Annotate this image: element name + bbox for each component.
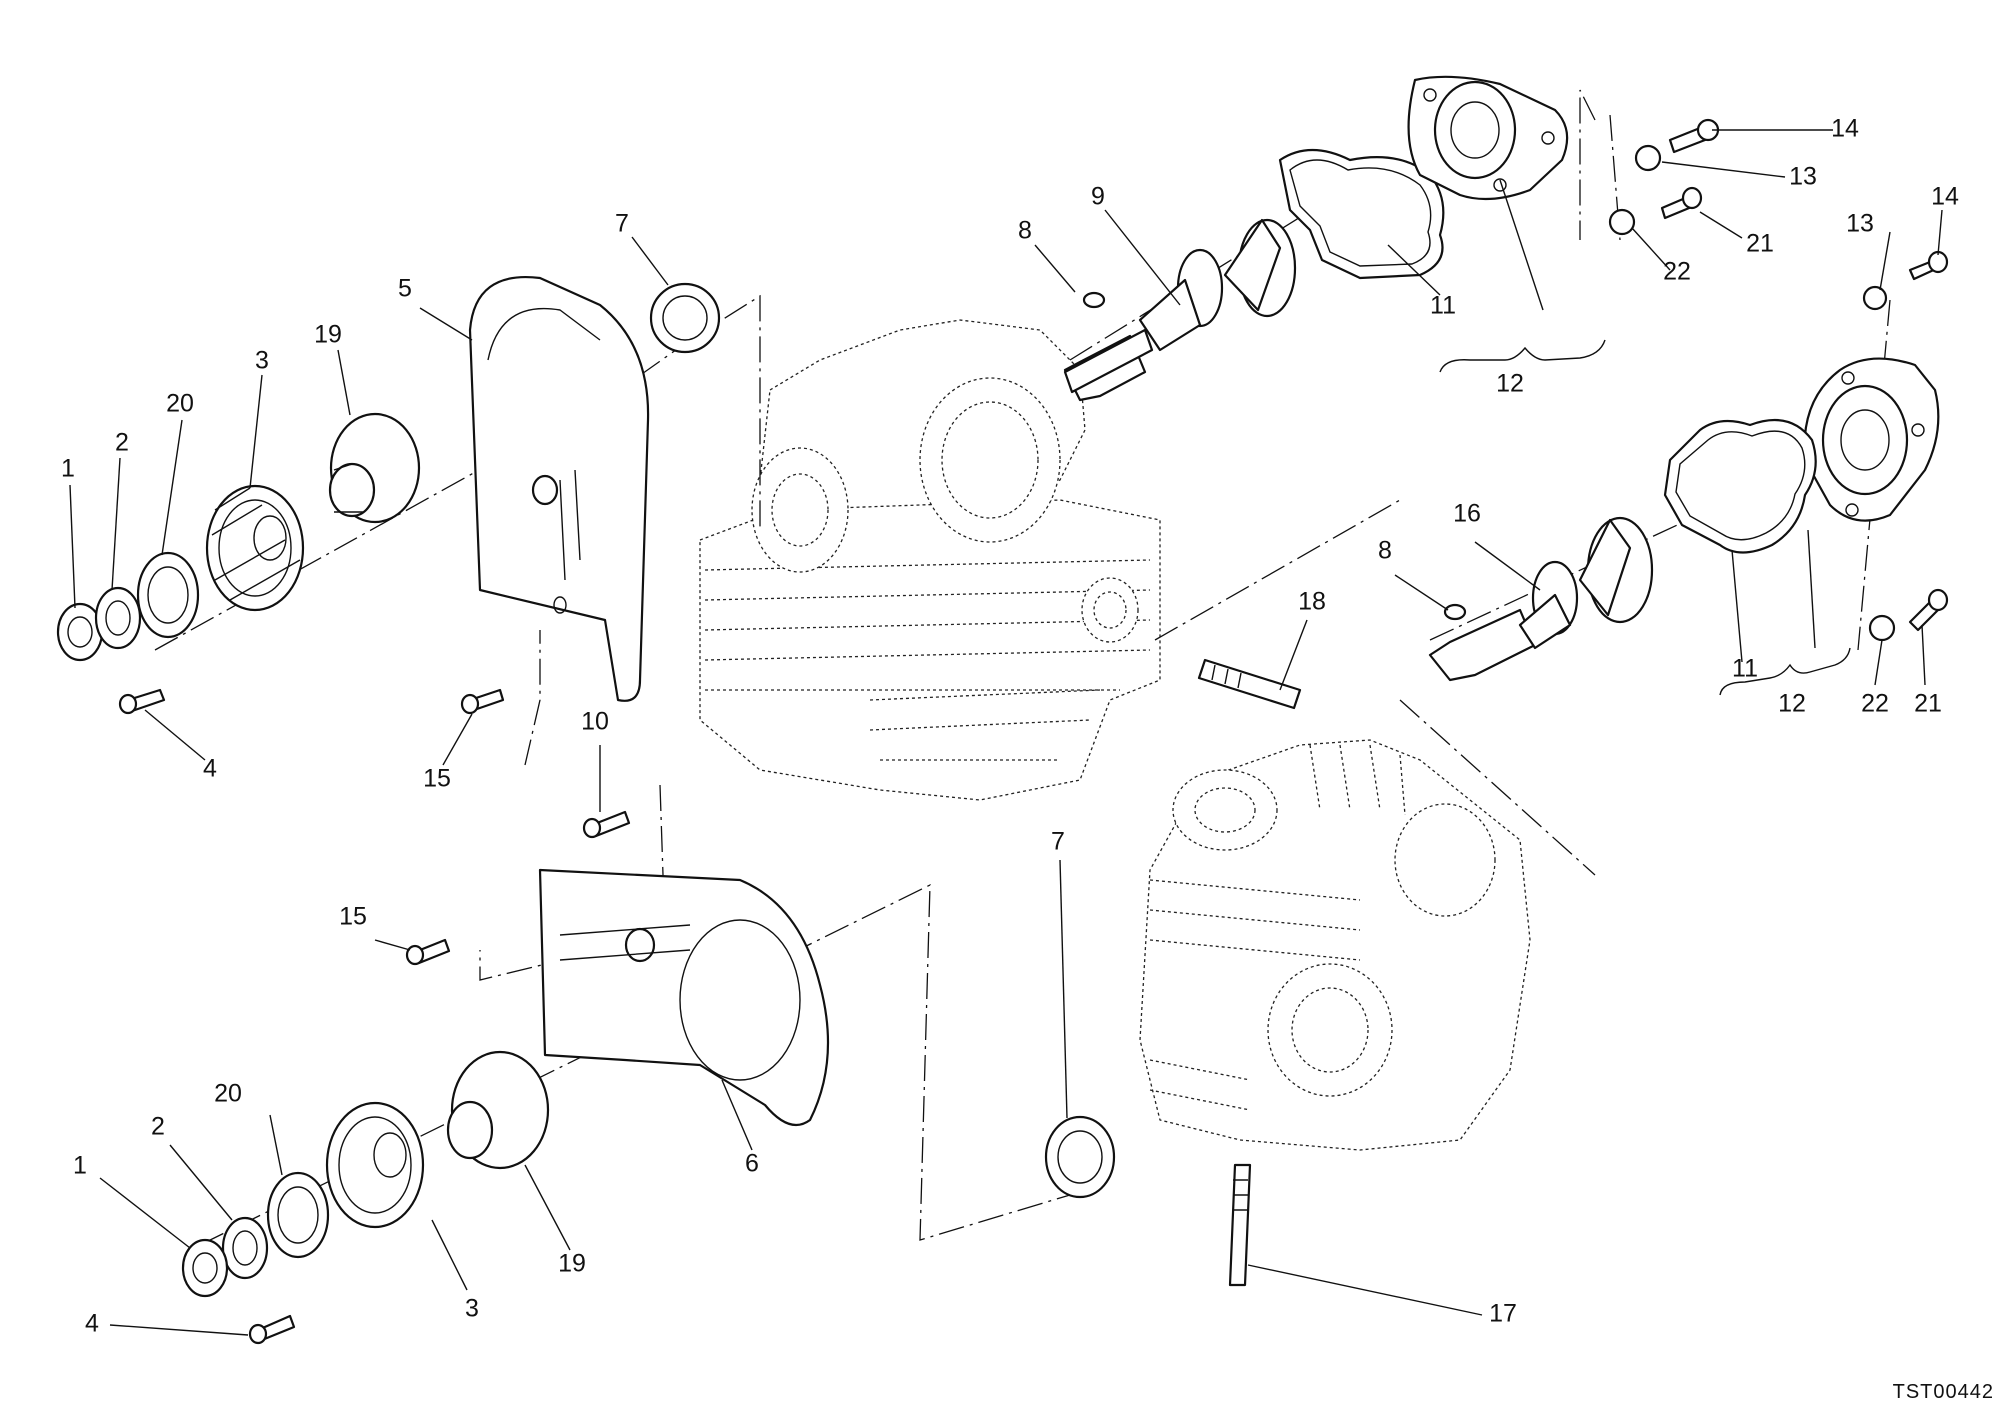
- pulley-hub-lower: [446, 1050, 550, 1170]
- callout-3-lower: 3: [465, 1295, 479, 1323]
- gasket-11-right: [1663, 418, 1817, 554]
- callout-4-lower: 4: [85, 1310, 99, 1338]
- bolt-14-upper: [1668, 118, 1720, 154]
- bolt-21-right: [1908, 588, 1949, 632]
- camshaft-right: [1428, 516, 1654, 682]
- callout-18: 18: [1298, 588, 1326, 616]
- washer-22-upper: [1608, 208, 1636, 236]
- bolt-21-upper: [1660, 186, 1703, 220]
- callout-8-right: 8: [1378, 537, 1392, 565]
- callout-5: 5: [398, 275, 412, 303]
- screw-15-lower: [405, 938, 451, 966]
- nut-lower: [181, 1238, 229, 1298]
- callout-22-upper: 22: [1663, 258, 1691, 286]
- leader-lines: [69, 129, 1943, 1336]
- callout-3-upper: 3: [255, 347, 269, 375]
- screw-4-lower: [248, 1314, 296, 1345]
- callout-8-upper: 8: [1018, 217, 1032, 245]
- stud-18: [1197, 658, 1302, 710]
- bolt-14-right: [1908, 250, 1949, 281]
- callout-13-upper: 13: [1789, 163, 1817, 191]
- callout-20-upper: 20: [166, 390, 194, 418]
- callout-21-right: 21: [1914, 690, 1942, 718]
- callout-13-right: 13: [1846, 210, 1874, 238]
- callout-2-lower: 2: [151, 1113, 165, 1141]
- camshaft-upper: [1063, 218, 1297, 402]
- callout-12-upper: 12: [1496, 370, 1524, 398]
- screw-4-upper: [118, 688, 166, 715]
- callout-1-lower: 1: [73, 1152, 87, 1180]
- callout-20-lower: 20: [214, 1080, 242, 1108]
- callout-12-right: 12: [1778, 690, 1806, 718]
- callout-19-lower: 19: [558, 1250, 586, 1278]
- timing-pulley-upper: [205, 484, 305, 612]
- screw-10: [582, 810, 631, 839]
- washer-22-right: [1868, 614, 1896, 642]
- callout-14-right: 14: [1931, 183, 1959, 211]
- seal-7-upper: [649, 282, 721, 354]
- callout-6: 6: [745, 1150, 759, 1178]
- callout-11-right: 11: [1732, 655, 1758, 683]
- callout-1-upper: 1: [61, 455, 75, 483]
- callout-7-lower: 7: [1051, 828, 1065, 856]
- flange-plate-lower: [266, 1171, 330, 1259]
- cylinder-head-upper: [699, 319, 1161, 801]
- callout-19-upper: 19: [314, 321, 342, 349]
- screw-15-upper: [460, 688, 505, 715]
- cylinder-head-lower: [1139, 739, 1531, 1151]
- callout-21-upper: 21: [1746, 230, 1774, 258]
- washer-13-upper: [1634, 144, 1662, 172]
- timing-pulley-lower: [325, 1101, 425, 1229]
- callout-14-upper: 14: [1831, 115, 1859, 143]
- drawing-code: TST00442: [1892, 1381, 1994, 1403]
- callout-22-right: 22: [1861, 690, 1889, 718]
- washer-13-right: [1862, 285, 1888, 311]
- seal-7-lower: [1044, 1115, 1116, 1199]
- callout-2-upper: 2: [115, 429, 129, 457]
- bracket-12-right: [1719, 647, 1851, 696]
- callout-9: 9: [1091, 183, 1105, 211]
- callout-15-lower: 15: [339, 903, 367, 931]
- callout-17: 17: [1489, 1300, 1517, 1328]
- callout-4-upper: 4: [203, 755, 217, 783]
- washer-upper: [94, 586, 142, 650]
- stud-17: [1228, 1163, 1252, 1287]
- washer-lower: [221, 1216, 269, 1280]
- camshaft-cover-upper: [1407, 75, 1569, 201]
- callout-10: 10: [581, 708, 609, 736]
- callout-16: 16: [1453, 500, 1481, 528]
- callout-7-upper: 7: [615, 210, 629, 238]
- belt-cover-upper: [468, 276, 650, 702]
- callout-15-upper: 15: [423, 765, 451, 793]
- belt-cover-lower: [538, 868, 830, 1127]
- camshaft-cover-right: [1803, 357, 1940, 522]
- flange-plate-upper: [136, 551, 200, 639]
- pulley-hub-upper: [328, 412, 421, 524]
- callout-11-upper: 11: [1430, 292, 1456, 320]
- callout-labels: 1 2 20 3 19 5 7 4 15 8 9 11 12 14 13 21 …: [61, 115, 1959, 1338]
- bracket-12-upper: [1439, 339, 1606, 373]
